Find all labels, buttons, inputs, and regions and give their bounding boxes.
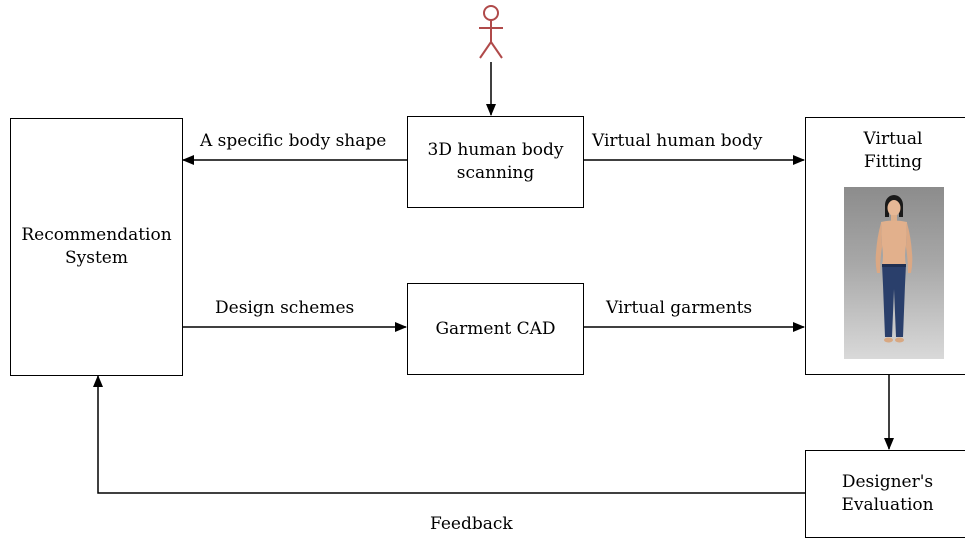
recommendation-system-box: Recommendation System [10, 118, 183, 376]
scanning-line1: 3D human body [427, 140, 564, 161]
designers-evaluation-label: Designer's Evaluation [841, 471, 933, 517]
recommendation-system-label: Recommendation System [21, 224, 171, 270]
fitting-line2: Fitting [863, 151, 923, 172]
edge-label-feedback: Feedback [430, 514, 513, 534]
body-scanning-label: 3D human body scanning [428, 139, 564, 185]
edge-label-design-schemes: Design schemes [215, 298, 355, 318]
evaluation-line1: Designer's [841, 472, 934, 493]
scanning-line2: scanning [456, 163, 535, 183]
recommendation-line2: System [65, 248, 128, 268]
edge-label-virtual-human-body: Virtual human body [592, 131, 763, 151]
designers-evaluation-box: Designer's Evaluation [805, 450, 965, 538]
body-scanning-box: 3D human body scanning [407, 116, 584, 208]
fitting-line1: Virtual [863, 129, 923, 149]
virtual-fitting-box: Virtual Fitting [805, 117, 965, 375]
avatar-image [844, 187, 944, 359]
virtual-fitting-label: Virtual Fitting [806, 128, 965, 174]
user-stick-figure-icon [479, 5, 503, 59]
edge-label-virtual-garments: Virtual garments [606, 298, 753, 318]
evaluation-line2: Evaluation [841, 495, 934, 515]
garment-cad-label: Garment CAD [435, 318, 556, 339]
edge-label-body-shape: A specific body shape [200, 131, 387, 151]
avatar-figure-icon [875, 195, 913, 343]
garment-cad-box: Garment CAD [407, 283, 584, 375]
arrow-feedback-loop [93, 375, 805, 494]
recommendation-line1: Recommendation [21, 225, 172, 246]
